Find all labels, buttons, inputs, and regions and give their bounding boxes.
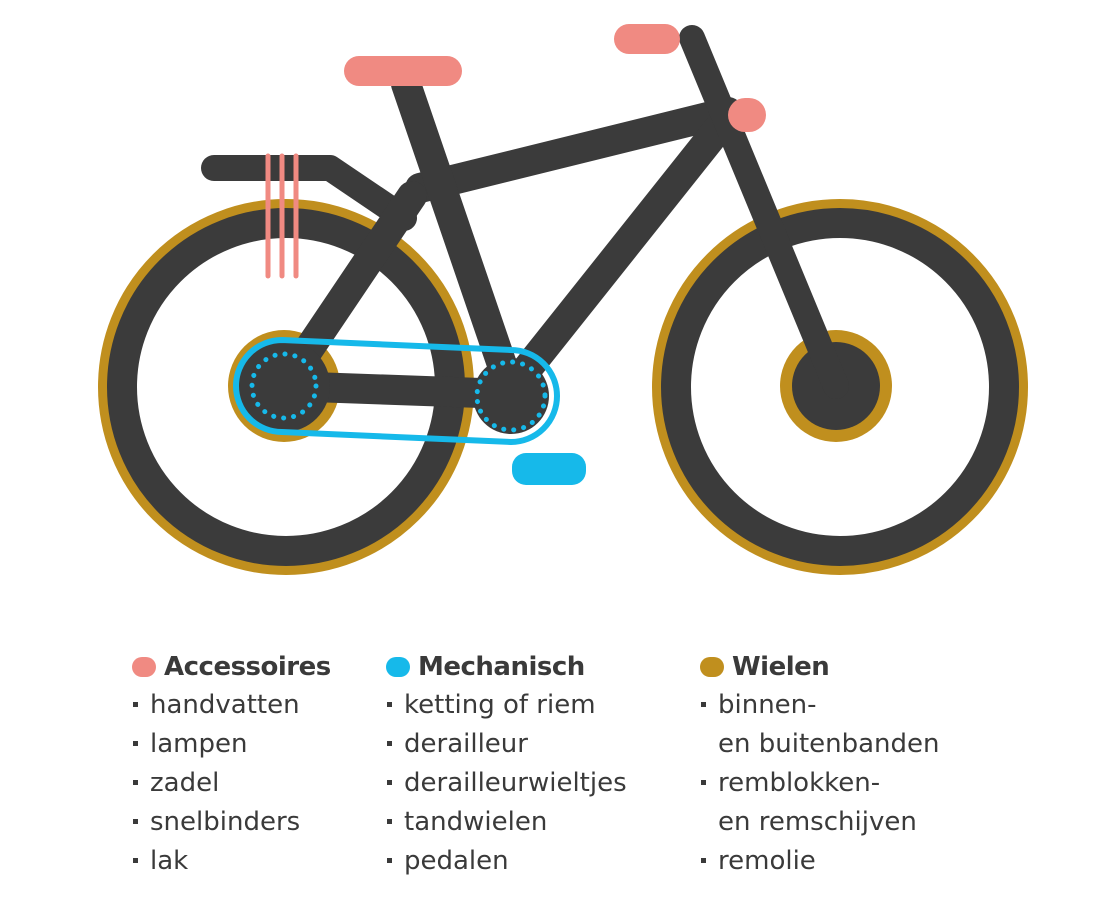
legend-title-accessoires: Accessoires (164, 652, 331, 682)
legend-mechanisch: Mechanisch ketting of riem derailleur de… (386, 648, 627, 881)
snelbinders-straps (265, 153, 299, 279)
list-item: tandwielen (386, 803, 627, 842)
list-item: binnen- (700, 686, 940, 725)
pedal (512, 453, 586, 485)
list-item: derailleurwieltjes (386, 764, 627, 803)
list-item: lampen (132, 725, 331, 764)
saddle (344, 56, 462, 86)
accessoires-color-dot (132, 657, 156, 677)
mechanisch-color-dot (386, 657, 410, 677)
rear-sprocket (249, 351, 319, 421)
list-item: ketting of riem (386, 686, 627, 725)
rear-rack (201, 155, 417, 231)
wielen-color-dot (700, 657, 724, 677)
bicycle-illustration (98, 24, 1028, 575)
list-item: handvatten (132, 686, 331, 725)
list-item-continuation: en remschijven (718, 807, 917, 837)
bike-frame (269, 25, 849, 409)
list-item: zadel (132, 764, 331, 803)
crank-hub (473, 358, 549, 434)
list-item-continuation: en buitenbanden (718, 729, 940, 759)
list-item: remblokken- (700, 764, 940, 803)
list-item: pedalen (386, 842, 627, 881)
rear-hub (238, 340, 330, 432)
front-lamp (728, 98, 766, 132)
front-sprocket (474, 359, 548, 433)
list-item: snelbinders (132, 803, 331, 842)
handlebar-grip (614, 24, 680, 54)
chain (233, 337, 560, 445)
legend-wielen: Wielen binnen- en buitenbanden remblokke… (700, 648, 940, 881)
legend-title-mechanisch: Mechanisch (418, 652, 585, 682)
list-item: lak (132, 842, 331, 881)
list-item: derailleur (386, 725, 627, 764)
front-wheel (652, 199, 1028, 575)
list-item: remolie (700, 842, 940, 881)
legend-accessoires: Accessoires handvatten lampen zadel snel… (132, 648, 331, 881)
legend-title-wielen: Wielen (732, 652, 830, 682)
